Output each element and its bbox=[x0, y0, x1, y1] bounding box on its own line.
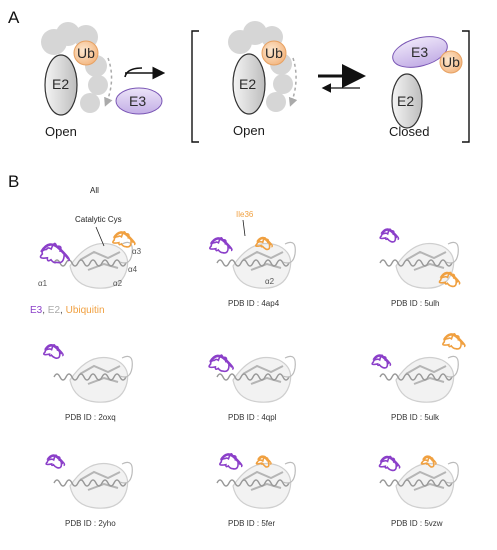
right-bracket bbox=[462, 30, 470, 143]
free-e3-ellipse bbox=[115, 87, 163, 115]
e2-label: E2 bbox=[52, 76, 69, 92]
legend-sep-1: , bbox=[42, 305, 48, 316]
pdb-caption: PDB ID : 2yho bbox=[65, 519, 116, 528]
e3-ribbon bbox=[379, 228, 400, 243]
structure-cell: PDB ID : 4ap4 bbox=[209, 236, 296, 308]
alpha3-label: α3 bbox=[132, 247, 142, 256]
e3-label-closed: E3 bbox=[411, 44, 428, 60]
e3-ribbon bbox=[45, 454, 66, 469]
structure-cell: PDB ID : 5vzw bbox=[378, 455, 459, 528]
ile36-label: Ile36 bbox=[236, 210, 254, 219]
alpha4-label: α4 bbox=[128, 265, 138, 274]
closed-caption: Closed bbox=[389, 124, 429, 139]
ub-label-2: Ub bbox=[265, 45, 283, 61]
e2-label-closed: E2 bbox=[397, 93, 414, 109]
structure-all bbox=[39, 231, 136, 289]
ub-label-closed: Ub bbox=[442, 54, 460, 70]
free-e3-binding: E3 bbox=[115, 66, 166, 115]
structure-cell: PDB ID : 5ulh bbox=[379, 228, 461, 308]
legend-ubiquitin: Ubiquitin bbox=[66, 305, 105, 316]
e2-ribbon bbox=[216, 241, 296, 289]
structure-cell: PDB ID : 2yho bbox=[45, 454, 133, 528]
rotation-arrow bbox=[104, 57, 113, 107]
e2-ribbon bbox=[379, 355, 459, 403]
pdb-caption: PDB ID : 5vzw bbox=[391, 519, 443, 528]
closed-state: E2 E3 Ub Closed bbox=[389, 36, 463, 139]
rotation-arrow-2 bbox=[288, 57, 298, 107]
pdb-caption: PDB ID : 5ulk bbox=[391, 413, 440, 422]
ub-circle-2 bbox=[261, 40, 287, 66]
ubiquitin-ribbon bbox=[112, 231, 136, 248]
left-bracket bbox=[191, 30, 199, 143]
binding-curve bbox=[124, 67, 143, 78]
pdb-caption: PDB ID : 4ap4 bbox=[228, 299, 280, 308]
e3-ribbon bbox=[208, 354, 234, 373]
all-title: All bbox=[90, 186, 99, 195]
e3-ribbon bbox=[39, 242, 71, 264]
open-caption-left: Open bbox=[45, 124, 77, 139]
legend-sep-2: , bbox=[60, 305, 66, 316]
structure-cell: PDB ID : 5fer bbox=[216, 453, 296, 528]
e2-ellipse-closed bbox=[391, 73, 423, 129]
e2-ellipse bbox=[44, 54, 78, 116]
ubiquitin-ribbon bbox=[438, 271, 461, 288]
open-state-bracket: E2 Ub Open bbox=[228, 21, 298, 138]
ub-circle-closed bbox=[439, 50, 463, 74]
free-e3-label: E3 bbox=[129, 93, 146, 109]
panel-a-letter: A bbox=[8, 8, 20, 27]
e3-ellipse-closed bbox=[392, 36, 448, 68]
ubiquitin-ribbon bbox=[255, 455, 272, 468]
ubiquitin-ribbon bbox=[442, 333, 466, 350]
legend-e3: E3 bbox=[30, 305, 43, 316]
structure-cell: PDB ID : 5ulk bbox=[371, 333, 466, 422]
structure-cell: PDB ID : 2oxq bbox=[43, 344, 133, 422]
pdb-caption: PDB ID : 4qpl bbox=[228, 413, 277, 422]
legend: E3, E2, Ubiquitin bbox=[30, 305, 105, 316]
e2-label-2: E2 bbox=[239, 76, 256, 92]
ubiquitin-ribbon bbox=[255, 236, 273, 251]
ub-circle bbox=[73, 40, 99, 66]
e2-ribbon bbox=[53, 355, 133, 403]
ubiquitin-ribbon bbox=[420, 455, 437, 468]
pdb-caption: PDB ID : 5fer bbox=[228, 519, 275, 528]
e2-ribbon bbox=[216, 355, 296, 403]
panel-b-letter: B bbox=[8, 172, 19, 191]
alpha2-label-4ap4: α2 bbox=[265, 277, 275, 286]
ub-label: Ub bbox=[77, 45, 95, 61]
e2-ribbon bbox=[53, 461, 133, 509]
e3-ribbon bbox=[209, 237, 233, 254]
catalytic-pointer bbox=[95, 226, 105, 247]
ile36-pointer bbox=[242, 219, 246, 237]
pdb-caption: PDB ID : 2oxq bbox=[65, 413, 116, 422]
open-state-left: E2 Ub Open bbox=[41, 22, 113, 139]
e3-ribbon bbox=[371, 354, 392, 369]
legend-e2: E2 bbox=[48, 305, 61, 316]
alpha1-label: α1 bbox=[38, 279, 48, 288]
e2-ribbon bbox=[216, 461, 296, 509]
open-caption-bracket: Open bbox=[233, 123, 265, 138]
e3-ribbon bbox=[378, 455, 401, 472]
structure-cell: PDB ID : 4qpl bbox=[208, 354, 296, 422]
e2-ribbon bbox=[53, 241, 133, 289]
e2-ribbon bbox=[379, 241, 459, 289]
e3-ribbon bbox=[219, 453, 243, 470]
e3-ribbon bbox=[43, 344, 64, 360]
pdb-caption: PDB ID : 5ulh bbox=[391, 299, 439, 308]
e2-ribbon bbox=[379, 461, 459, 509]
e2-ellipse-2 bbox=[232, 53, 266, 115]
alpha2-label: α2 bbox=[113, 279, 123, 288]
catalytic-cys-label: Catalytic Cys bbox=[75, 215, 122, 224]
equilibrium-arrows bbox=[318, 64, 366, 93]
